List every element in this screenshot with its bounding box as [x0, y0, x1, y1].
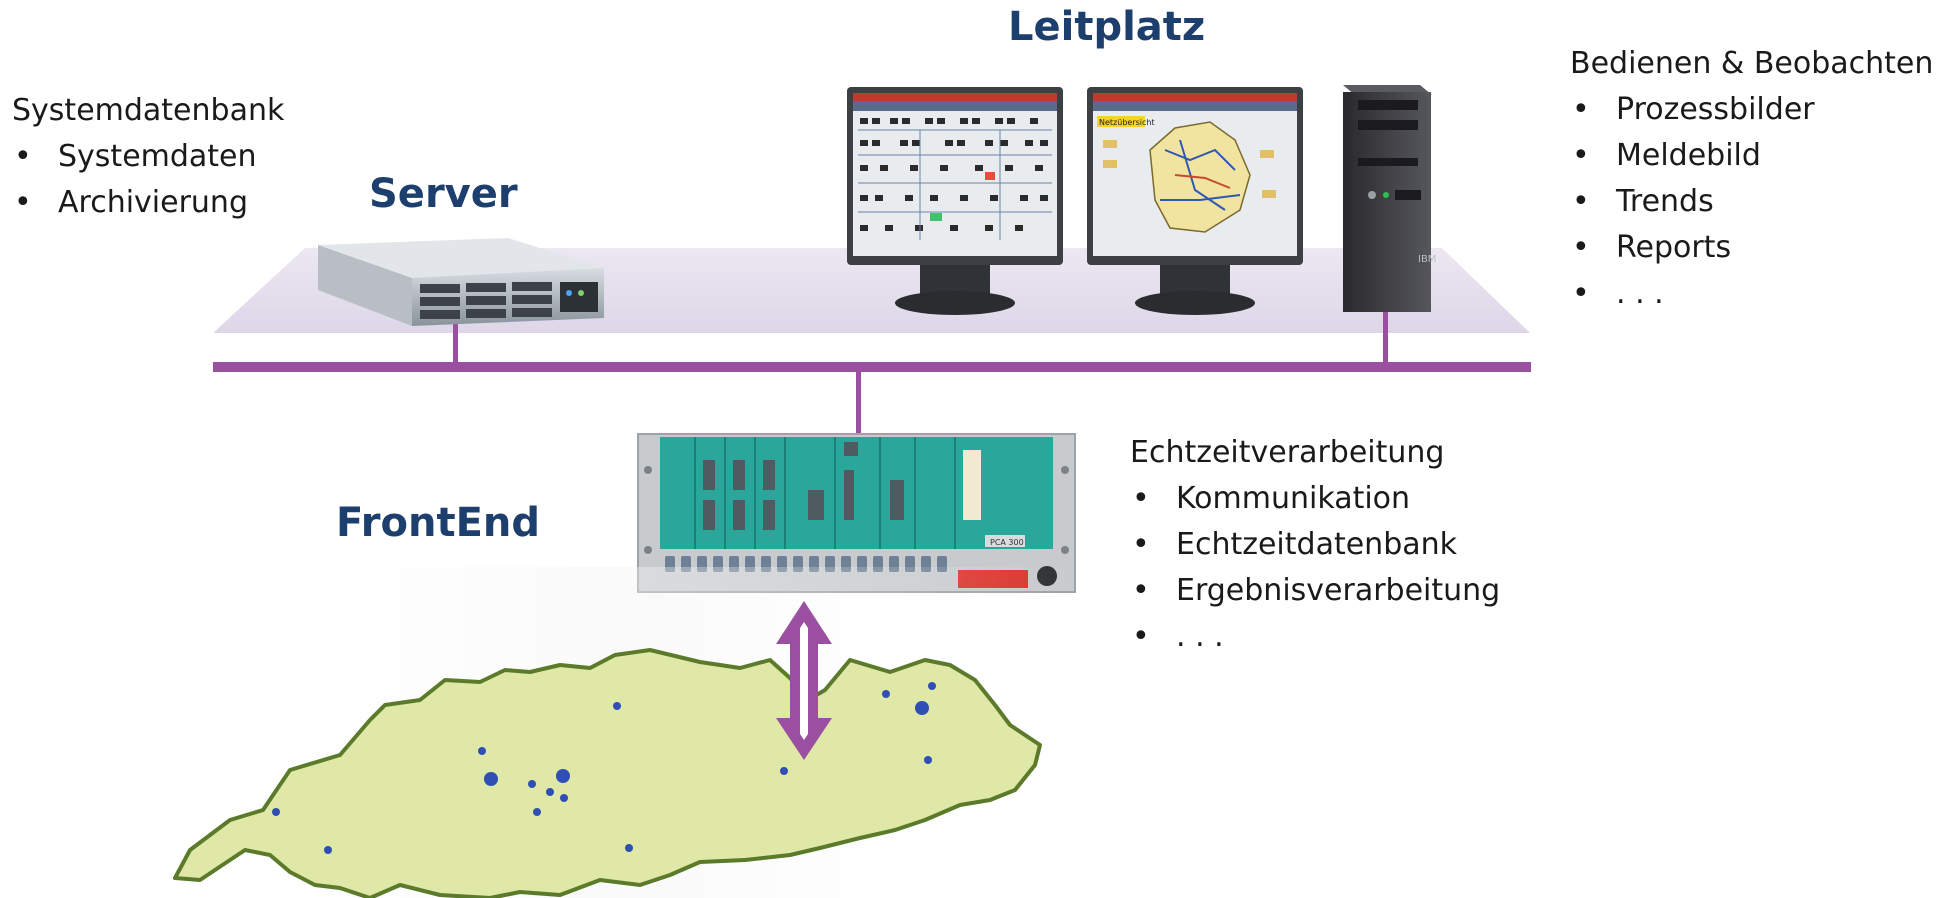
list-item: Ergebnisverarbeitung — [1130, 568, 1500, 614]
frontend-title: FrontEnd — [336, 500, 541, 546]
list-item: Kommunikation — [1130, 476, 1500, 522]
server-connector — [453, 318, 458, 366]
station-dot — [928, 682, 936, 690]
station-dot — [484, 772, 498, 786]
workstation-tower: IBM — [1343, 85, 1436, 312]
station-dot — [915, 701, 929, 715]
list-item: Systemdaten — [12, 134, 284, 180]
station-dot — [613, 702, 621, 710]
station-dot — [324, 846, 332, 854]
echtzeit-block: Echtzeitverarbeitung Kommunikation Echtz… — [1130, 430, 1500, 660]
station-dot — [924, 756, 932, 764]
station-dot — [556, 769, 570, 783]
frontend-connector — [856, 371, 861, 437]
echtzeit-heading: Echtzeitverarbeitung — [1130, 435, 1445, 470]
station-dot — [625, 844, 633, 852]
leitplatz-title: Leitplatz — [1008, 4, 1206, 50]
list-item: Archivierung — [12, 180, 284, 226]
bedienen-block: Bedienen & Beobachten Prozessbilder Meld… — [1570, 41, 1933, 317]
list-item: Reports — [1570, 225, 1933, 271]
station-dot — [882, 690, 890, 698]
station-dot — [560, 794, 568, 802]
list-item: Prozessbilder — [1570, 87, 1933, 133]
systemdatenbank-heading: Systemdatenbank — [12, 93, 285, 128]
bedienen-heading: Bedienen & Beobachten — [1570, 46, 1934, 81]
list-item: Echtzeitdatenbank — [1130, 522, 1500, 568]
monitor-process-view — [847, 87, 1063, 315]
monitor-network-overview: Netzübersicht — [1087, 87, 1303, 315]
station-dot — [546, 788, 554, 796]
station-dot — [528, 780, 536, 788]
bidirectional-arrow-icon — [776, 601, 832, 760]
server-image — [318, 238, 604, 326]
station-dot — [533, 808, 541, 816]
systemdatenbank-block: Systemdatenbank Systemdaten Archivierung — [12, 88, 284, 226]
tower-brand-label: IBM — [1418, 254, 1436, 265]
station-dot — [780, 767, 788, 775]
rack-module-label: PCA 300 — [990, 538, 1024, 547]
list-item: Meldebild — [1570, 133, 1933, 179]
overview-screen-label: Netzübersicht — [1099, 118, 1155, 127]
workstation-connector — [1383, 310, 1388, 366]
list-item: Trends — [1570, 179, 1933, 225]
station-dot — [478, 747, 486, 755]
server-title: Server — [369, 171, 518, 217]
station-dot — [272, 808, 280, 816]
list-item: . . . — [1570, 271, 1933, 317]
region-outline — [173, 648, 1042, 898]
region-map — [160, 567, 1080, 898]
list-item: . . . — [1130, 614, 1500, 660]
network-bus — [213, 362, 1531, 372]
